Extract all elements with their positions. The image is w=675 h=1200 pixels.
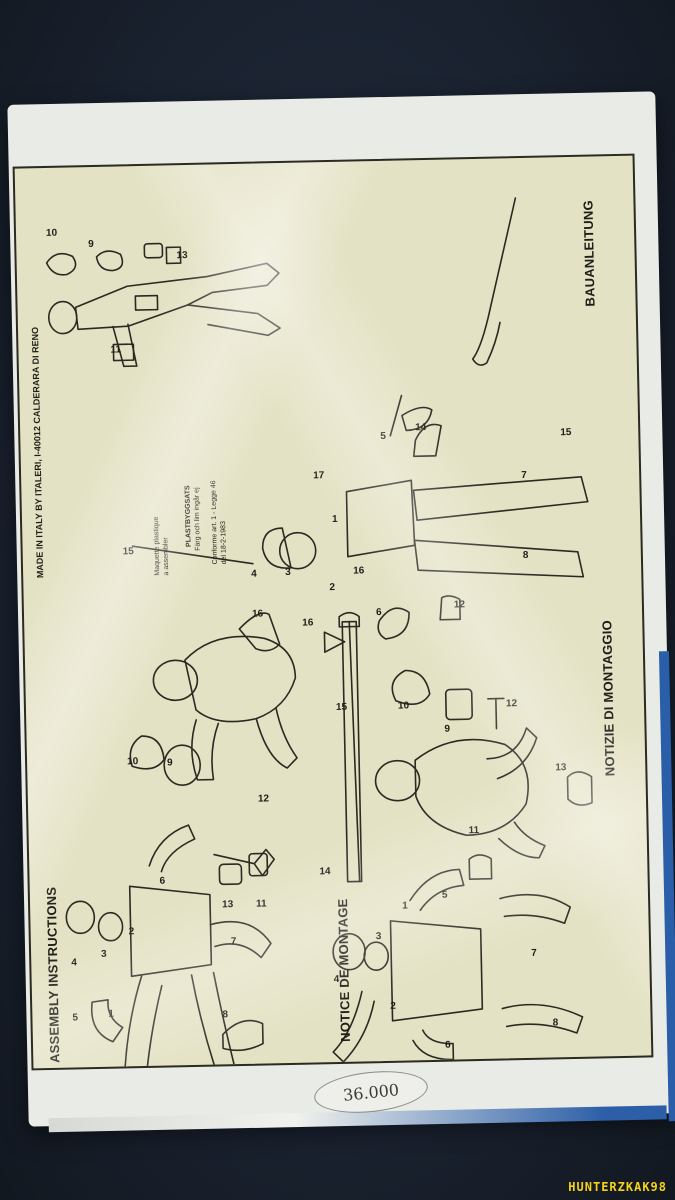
french-kit-note: Maquette plastique a assembler [152,516,171,576]
part-number: 10 [397,700,410,712]
bauanleitung-title: BAUANLEITUNG [580,200,598,307]
part-number: 5 [380,430,387,442]
part-number: 3 [375,931,382,943]
swedish-kit-note: Färg och lim ingår ej [193,487,202,551]
part-number: 8 [552,1017,559,1029]
part-number: 11 [110,344,122,356]
part-number: 9 [444,723,451,735]
notice-de-montage-title: NOTICE DE MONTAGE [335,898,354,1042]
part-number: 6 [159,875,166,887]
instruction-sheet: 10 9 13 11 15 5 14 17 7 1 4 3 2 8 12 6 1… [12,153,654,1071]
part-number: 11 [468,824,480,837]
standing-soldier-figure [45,242,281,368]
part-number: 13 [176,249,188,262]
part-number: 7 [521,469,527,482]
part-number: 15 [335,701,348,713]
part-number: 10 [45,227,58,239]
part-number: 10 [126,756,139,768]
part-number: 4 [251,568,257,580]
part-number: 15 [560,426,572,439]
part-number: 2 [390,1000,396,1012]
part-number: 6 [444,1039,451,1051]
bazooka-soldier-figure [338,611,593,883]
part-number: 6 [375,606,382,619]
part-number: 5 [72,1012,79,1024]
part-number: 3 [101,948,107,960]
price-text: 36.000 [342,1079,400,1105]
part-number: 7 [230,936,237,948]
part-number: 11 [255,898,267,910]
part-number: 13 [555,762,567,774]
exploded-figure-right [332,868,584,1063]
part-number: 14 [319,866,331,878]
part-number: 1 [331,513,338,525]
part-number: 4 [71,957,77,969]
crouching-soldier-figure [129,545,298,877]
part-number: 16 [302,617,314,629]
part-number: 8 [222,1009,229,1021]
part-number: 12 [453,599,466,611]
part-number: 15 [122,546,134,558]
part-number: 2 [329,581,336,594]
watermark: HUNTERZKAK98 [568,1180,667,1194]
part-number: 16 [353,565,365,577]
part-number: 9 [88,238,94,251]
part-number: 12 [257,793,270,805]
italian-law-note: Conforme art. 1 - Legge 46 del 18-2-1983 [210,480,228,565]
part-number: 1 [108,1008,115,1020]
exploded-figure-left [65,824,272,1069]
part-number: 13 [221,899,234,911]
part-number: 5 [441,889,448,901]
part-number: 14 [415,422,427,434]
part-number: 3 [285,566,291,578]
part-number: 7 [531,947,537,959]
part-number: 1 [402,900,408,912]
top-right-figure-parts [261,197,589,653]
part-number: 8 [522,549,529,562]
assembly-diagrams [45,197,593,1069]
part-number: 12 [505,698,518,710]
part-number: 9 [167,757,173,769]
part-number: 16 [251,608,264,620]
part-number: 2 [128,926,135,938]
part-number: 17 [313,470,325,482]
